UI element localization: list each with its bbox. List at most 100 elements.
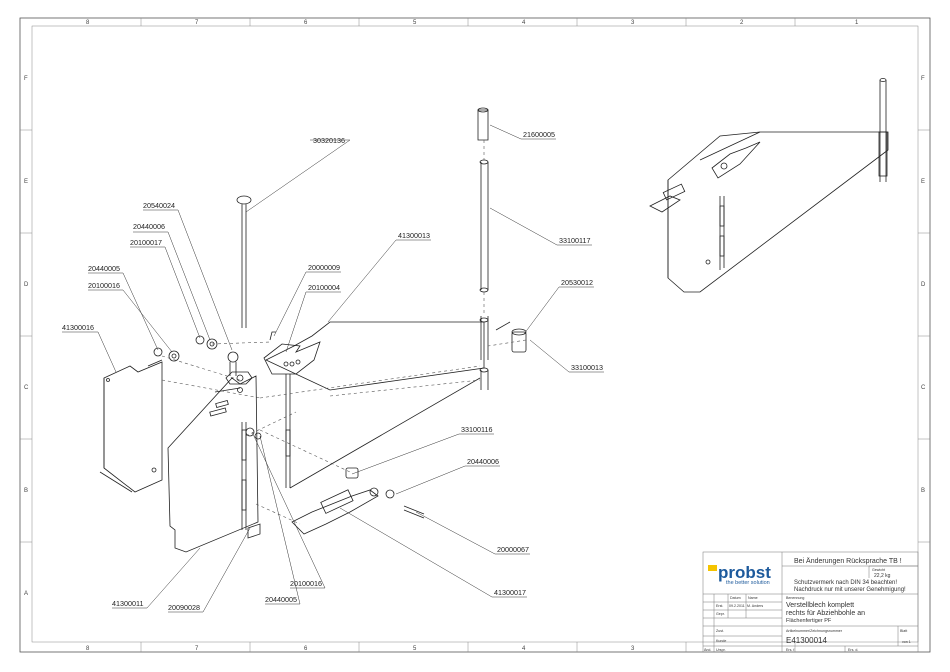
sheet-of: von 1 [902,640,911,644]
washer-20100016-lower [245,427,255,437]
col-label-bottom: 6 [304,646,308,652]
row-kunde-label: Kunde [716,639,726,643]
drawn-date: 09.2.2011 [729,604,745,608]
part-label: 20000067 [497,545,529,554]
row-label-right: B [921,488,925,494]
col-label-top: 7 [195,20,199,26]
pin-30320136 [241,204,247,328]
leader-lines [62,124,604,613]
part-label: 33100117 [559,236,590,245]
part-labels: 30320136 20540024 20440006 20100017 2044… [62,130,603,612]
grid-ticks [20,18,930,652]
foot-aend: Änd. [704,648,711,652]
assembled-clamp [711,141,761,179]
drawing-title-1: Verstellblech komplett [786,602,854,609]
part-label: 20440005 [88,264,120,273]
col-name-label: Name [748,596,758,600]
part-label: 20440006 [467,457,499,466]
plate-slot [209,407,227,417]
brand-tagline: the better solution [726,580,770,586]
row-label-left: A [24,591,28,597]
col-label-bottom: 7 [195,646,199,652]
part-label: 20100017 [130,238,162,247]
row-zust-label: Zust. [716,629,724,633]
part-label: 41300017 [494,588,526,597]
plate-41300011 [167,375,259,553]
weight-label: Gewicht [872,568,885,572]
row-label-left: B [24,488,28,494]
col-label-top: 8 [86,20,90,26]
washer-20440006 [385,489,395,499]
col-label-top: 4 [522,20,526,26]
col-label-bottom: 3 [631,646,635,652]
bracket-41300016 [103,361,163,493]
part-label: 20100016 [290,579,322,588]
drawing-number-label: Artikelnummer/Zeichnungsnummer [786,629,843,633]
col-date-label: Datum [730,596,741,600]
assembled-plate [667,131,889,293]
pin-head-20540024 [227,351,239,363]
part-label: 20530012 [561,278,593,287]
part-label: 20440005 [265,595,297,604]
row-drawn-label: Erst. [716,604,723,608]
washer-20100016 [168,350,180,362]
assembled-latch [649,195,681,213]
part-label: 20090028 [168,603,200,612]
exploded-view [99,107,527,553]
nut-20440006 [195,335,205,345]
part-label: 33100013 [571,363,603,372]
col-label-top: 3 [631,20,635,26]
assembly-lines [161,140,527,525]
col-label-top: 6 [304,20,308,26]
col-label-top: 1 [855,20,859,26]
brand-bar-icon [708,565,717,571]
assembled-hinge [719,196,725,270]
row-label-left: D [24,282,29,288]
bracket-plate [263,341,321,375]
pin-20530012 [495,321,511,331]
nut-20440005-lower [254,432,262,440]
row-label-left: F [24,76,28,82]
col-label-top: 5 [413,20,417,26]
part-label: 20440006 [133,222,165,231]
tube-sleeve [480,316,489,390]
outer-frame [19,17,931,653]
foot-ersd: Ers. d. [848,648,858,652]
assembled-post [879,80,887,182]
assembled-view [649,78,889,293]
row-label-right: D [921,282,926,288]
tube-33100117 [480,162,489,290]
assembly-41300017 [291,489,379,535]
plate-clamp [225,371,253,385]
title-block [702,551,919,653]
col-label-top: 2 [740,20,744,26]
pin-30320136-head [236,195,252,205]
nut-20440005 [153,347,163,357]
screw-20000009 [269,331,276,341]
row-label-left: C [24,385,29,391]
washer-20100017 [206,338,218,350]
brand-logo: probst [718,563,771,582]
row-label-right: C [921,385,926,391]
row-label-right: E [921,179,925,185]
part-label: 41300013 [398,231,430,240]
row-label-right: F [921,76,925,82]
part-label: 21600005 [523,130,555,139]
latch-41300017 [320,489,354,514]
bracket-hole [151,467,157,473]
foot-ers: Ers. f. [786,648,795,652]
part-label: 41300011 [112,599,143,608]
col-label-bottom: 4 [522,646,526,652]
drawing-title-3: Flächenfertiger PF [786,618,832,624]
part-label: 20000009 [308,263,340,272]
drawing-number: E41300014 [786,636,827,645]
part-label: 20100004 [308,283,340,292]
row-checked-label: Gepr. [716,612,725,616]
grid-labels: 8 7 6 5 4 3 2 1 8 7 6 5 4 3 F E D C B A … [24,20,926,652]
bolt-20000067 [403,505,425,519]
protection-note-1: Schutzvermerk nach DIN 34 beachten! [794,580,897,586]
sheet-label: Blatt [900,629,907,633]
col-label-bottom: 5 [413,646,417,652]
